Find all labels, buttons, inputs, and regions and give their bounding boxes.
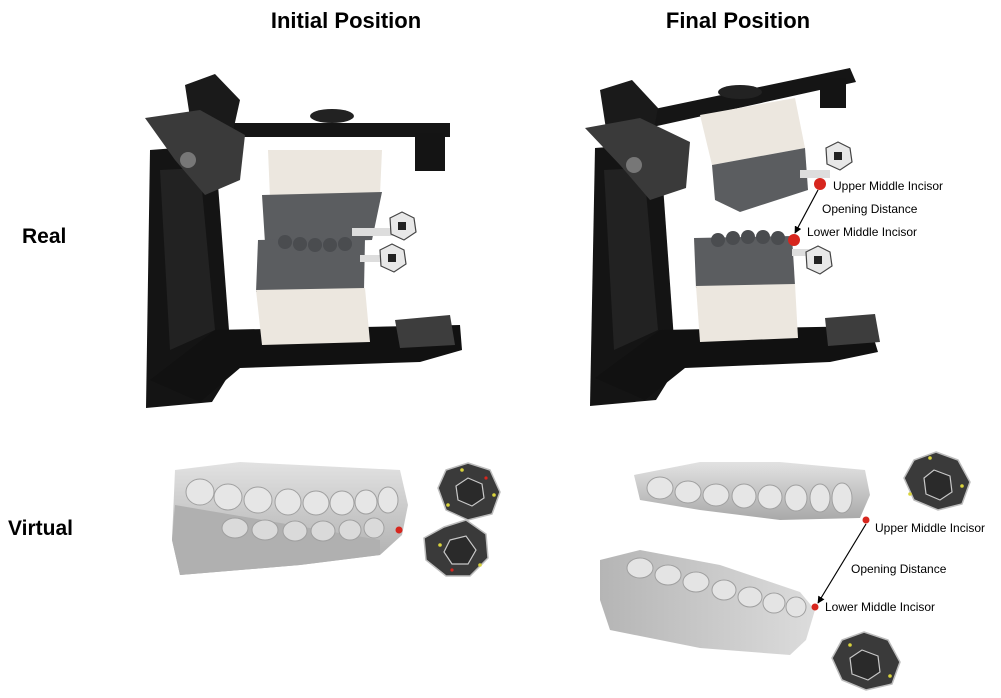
dodecahedron-marker-icon bbox=[380, 212, 416, 272]
annotation-upper-incisor-real: Upper Middle Incisor bbox=[833, 179, 943, 193]
incisor-point-icon bbox=[788, 234, 800, 246]
articulator-initial bbox=[145, 74, 462, 408]
annotation-lower-incisor-virtual: Lower Middle Incisor bbox=[825, 600, 935, 614]
annotation-opening-distance-virtual: Opening Distance bbox=[851, 562, 946, 576]
dodecahedron-marker-icon bbox=[424, 463, 500, 576]
annotation-lower-incisor-real: Lower Middle Incisor bbox=[807, 225, 917, 239]
incisor-point-icon bbox=[814, 178, 826, 190]
annotation-upper-incisor-virtual: Upper Middle Incisor bbox=[875, 521, 985, 535]
dental-scan-initial bbox=[172, 462, 408, 575]
dental-scan-final bbox=[600, 462, 870, 655]
annotation-opening-distance-real: Opening Distance bbox=[822, 202, 917, 216]
